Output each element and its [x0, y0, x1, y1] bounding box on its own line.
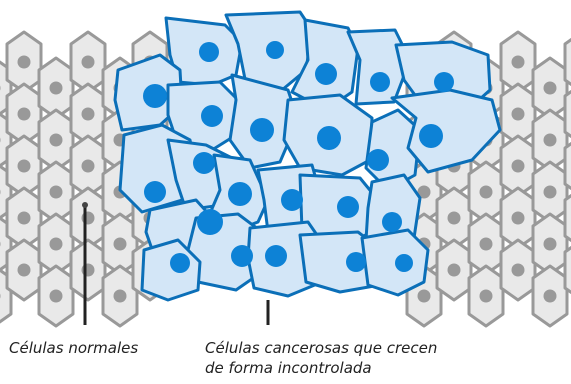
normal-cell-nucleus	[50, 134, 63, 147]
cancer-cells-label-line-2: de forma incontrolada	[205, 358, 437, 378]
cancer-cell-nucleus	[434, 72, 454, 92]
normal-cell-nucleus	[82, 212, 95, 225]
normal-cell-nucleus	[480, 238, 493, 251]
cancer-cell-nucleus	[419, 124, 443, 148]
cancer-cell-nucleus	[265, 245, 287, 267]
normal-cell-nucleus	[50, 238, 63, 251]
cancer-cell-nucleus	[144, 181, 166, 203]
normal-cell-nucleus	[544, 290, 557, 303]
cancer-cell-nucleus	[228, 182, 252, 206]
normal-cell-nucleus	[418, 290, 431, 303]
normal-cell-nucleus	[82, 264, 95, 277]
normal-cell-nucleus	[512, 212, 525, 225]
normal-cell-nucleus	[512, 56, 525, 69]
normal-cell-nucleus	[544, 82, 557, 95]
normal-cell-nucleus	[544, 134, 557, 147]
cancer-cell-nucleus	[231, 245, 253, 267]
cancer-cells-label-line-1: Células cancerosas que crecen	[205, 338, 437, 358]
cancer-cell-nucleus	[193, 152, 215, 174]
cancer-cell-nucleus	[170, 253, 190, 273]
normal-cell-nucleus	[82, 56, 95, 69]
cancer-cell-nucleus	[367, 149, 389, 171]
normal-cells-label: Células normales	[9, 338, 138, 358]
cancer-cell-nucleus	[395, 254, 413, 272]
normal-cell-nucleus	[82, 108, 95, 121]
normal-cell-nucleus	[512, 160, 525, 173]
normal-cell-nucleus	[18, 108, 31, 121]
normal-cell-nucleus	[114, 290, 127, 303]
cancer-cell-nucleus	[250, 118, 274, 142]
cancer-cell-nucleus	[143, 84, 167, 108]
normal-cell-nucleus	[544, 238, 557, 251]
cancer-cell-nucleus	[197, 209, 223, 235]
normal-cells-pointer-dot	[82, 202, 88, 208]
cancer-cell-nucleus	[281, 189, 303, 211]
normal-cell-nucleus	[18, 56, 31, 69]
normal-cell-nucleus	[18, 264, 31, 277]
cancer-cell-nucleus	[382, 212, 402, 232]
normal-cell-nucleus	[50, 290, 63, 303]
cancer-cell-nucleus	[201, 105, 223, 127]
cancer-cell-nucleus	[315, 63, 337, 85]
cancer-cell-nucleus	[199, 42, 219, 62]
normal-cell-nucleus	[448, 212, 461, 225]
normal-cell-nucleus	[512, 264, 525, 277]
normal-cell-nucleus	[512, 108, 525, 121]
normal-cell-nucleus	[480, 290, 493, 303]
cancer-cell-nucleus	[266, 41, 284, 59]
normal-cell-nucleus	[544, 186, 557, 199]
normal-cell-nucleus	[18, 160, 31, 173]
cancer-cells-label: Células cancerosas que crecen de forma i…	[205, 338, 437, 378]
normal-cell-nucleus	[448, 264, 461, 277]
cancer-cell-nucleus	[337, 196, 359, 218]
cancer-cell	[362, 230, 428, 295]
normal-cell-nucleus	[18, 212, 31, 225]
cancer-cell-nucleus	[370, 72, 390, 92]
normal-cell-nucleus	[50, 82, 63, 95]
cancer-cell-nucleus	[346, 252, 366, 272]
normal-cell-nucleus	[82, 160, 95, 173]
normal-cell-nucleus	[114, 238, 127, 251]
cancer-cell-nucleus	[317, 126, 341, 150]
normal-cell-nucleus	[480, 186, 493, 199]
normal-cell-nucleus	[50, 186, 63, 199]
